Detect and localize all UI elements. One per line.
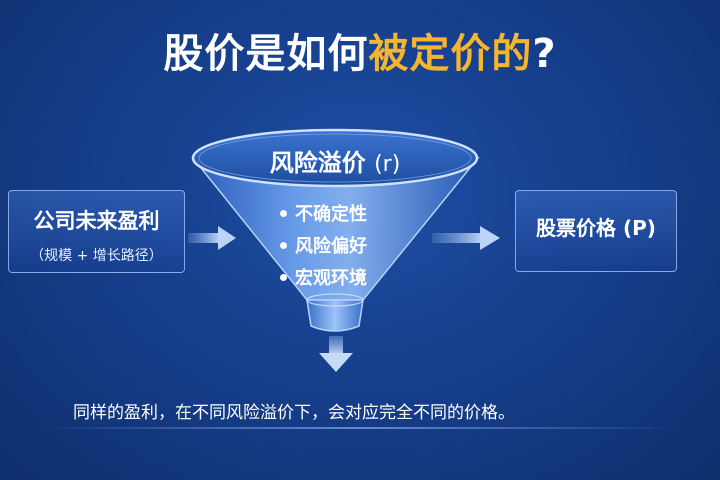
funnel-item-label: 不确定性 xyxy=(295,204,367,225)
bullet-dot-icon xyxy=(280,273,287,281)
arrow-right-output xyxy=(432,226,500,250)
input-box-sublabel: （规模 + 增长路径） xyxy=(30,248,163,264)
caption-divider xyxy=(40,427,680,429)
funnel-item: 不确定性 xyxy=(280,200,367,226)
output-box-label: 股票价格 (P) xyxy=(536,216,656,240)
funnel-spout xyxy=(306,299,364,332)
funnel-title-text: 风险溢价 xyxy=(269,149,366,177)
funnel-item: 风险偏好 xyxy=(280,232,367,258)
page-title: 股价是如何被定价的? xyxy=(0,34,720,74)
funnel-item: 宏观环境 xyxy=(280,264,367,290)
funnel-item-label: 风险偏好 xyxy=(295,236,367,257)
bullet-dot-icon xyxy=(280,209,287,217)
funnel-item-label: 宏观环境 xyxy=(295,268,367,289)
title-part-highlight: 被定价的 xyxy=(368,31,533,77)
title-part-question: ? xyxy=(532,31,557,77)
arrow-right-left xyxy=(188,226,236,250)
title-part-1: 股价是如何 xyxy=(163,31,369,77)
arrow-down xyxy=(319,336,353,372)
funnel-title: 风险溢价 (r) xyxy=(195,143,475,178)
input-box-label: 公司未来盈利 xyxy=(33,209,160,233)
funnel-title-symbol: (r) xyxy=(374,152,401,177)
bullet-dot-icon xyxy=(280,241,287,249)
input-box-future-earnings: 公司未来盈利 （规模 + 增长路径） xyxy=(8,190,185,273)
funnel-rim xyxy=(191,128,479,188)
caption-text: 同样的盈利，在不同风险溢价下，会对应完全不同的价格。 xyxy=(73,403,515,423)
output-box-stock-price: 股票价格 (P) xyxy=(515,190,677,272)
